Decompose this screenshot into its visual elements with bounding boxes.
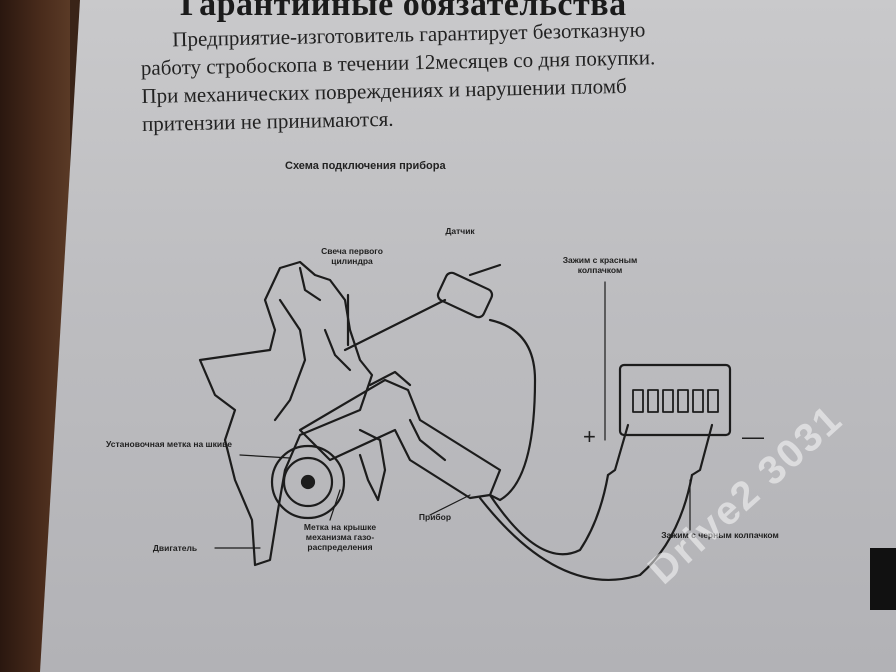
diagram-title: Схема подключения прибора: [285, 160, 446, 172]
label-mark-pulley: Установочная метка на шкиве: [106, 439, 232, 449]
label-sensor: Датчик: [445, 226, 475, 236]
black-clamp: [690, 423, 714, 477]
page-edge: [870, 548, 896, 610]
plus-sign: +: [583, 424, 596, 449]
minus-sign: —: [742, 424, 764, 449]
inductive-sensor: [436, 271, 494, 319]
paper-sheet: [40, 0, 896, 672]
label-device: Прибор: [418, 512, 452, 522]
label-engine: Двигатель: [152, 543, 198, 553]
battery: [618, 363, 732, 437]
strobe-gun: [298, 378, 502, 500]
label-black-clamp: Зажим с черным колпачком: [661, 530, 779, 540]
red-clamp: [606, 423, 630, 477]
label-spark-plug: Свеча первого цилиндра: [321, 246, 383, 266]
engine-outline: [198, 260, 374, 567]
pulley: [270, 444, 346, 520]
label-red-clamp: Зажим с красным колпачком: [562, 255, 638, 275]
label-mark-cover: Метка на крышке механизма газо-распредел…: [303, 522, 377, 552]
document-title: Гарантийные обязательства: [180, 0, 627, 23]
